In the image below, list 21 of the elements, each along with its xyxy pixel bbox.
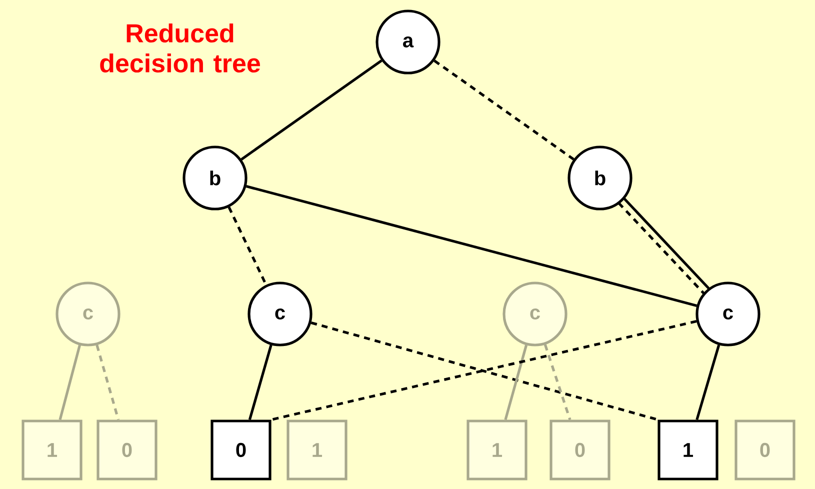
edge [228,206,268,286]
edge [246,185,698,307]
title: Reduced decision tree [100,23,260,73]
leaf-box: 0 [210,420,272,480]
edge [96,344,120,420]
edge [310,321,658,421]
leaf-box: 0 [734,420,796,480]
edge [696,344,720,420]
edge [504,344,528,420]
edge [248,344,272,420]
leaf-box: 0 [96,420,158,480]
edge [58,344,81,420]
edge [271,320,697,421]
leaf-box: 0 [550,420,610,480]
edge [544,344,572,420]
leaf-box: 1 [22,420,82,480]
leaf-box: 1 [466,420,528,480]
edge [240,60,382,160]
edge [434,60,574,160]
leaf-box: 1 [286,420,348,480]
leaf-box: 1 [658,420,718,480]
